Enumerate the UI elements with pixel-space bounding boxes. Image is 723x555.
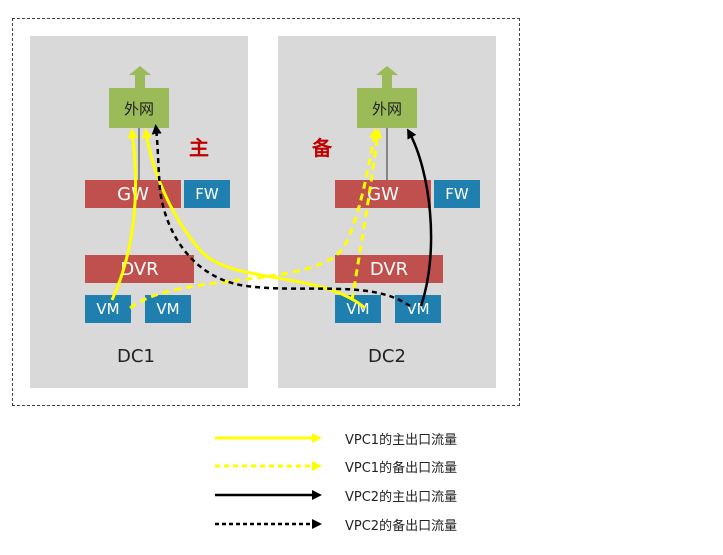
legend-label-vpc1-primary: VPC1的主出口流量 [345, 433, 458, 448]
legend-label-vpc2-backup: VPC2的备出口流量 [345, 519, 458, 534]
dc1-vm2: VM [145, 295, 191, 323]
dc2-internet-up-arrow [376, 66, 398, 88]
vpc1-backup-flow-dc2 [350, 128, 383, 301]
dc1-vm1: VM [85, 295, 131, 323]
dc2-label: DC2 [368, 346, 406, 367]
dc2-fw-label: FW [445, 185, 469, 203]
dc2-dvr: DVR [335, 255, 443, 283]
vpc1-primary-flow-dc1 [110, 128, 138, 301]
dc2-vm2-label: VM [406, 300, 430, 318]
dc1-role-primary: 主 [189, 136, 209, 160]
dc1-label: DC1 [117, 346, 155, 367]
dc1-internet-up-arrow [129, 66, 151, 88]
legend-label-vpc1-backup: VPC1的备出口流量 [345, 461, 458, 476]
dc2-gw-label: GW [367, 183, 399, 205]
legend-label-vpc2-primary: VPC2的主出口流量 [345, 490, 458, 505]
dc1-vm2-label: VM [156, 300, 180, 318]
dc2-role-backup: 备 [312, 136, 332, 160]
dc1-vm1-label: VM [96, 300, 120, 318]
dc2-internet-label: 外网 [371, 99, 402, 118]
dc2-dvr-label: DVR [369, 258, 409, 280]
dc2-vm1-label: VM [346, 300, 370, 318]
dc2-vm2: VM [395, 295, 441, 323]
vpc1-primary-flow-dc2 [141, 128, 366, 310]
vpc1-backup-flow-dc1 [129, 128, 379, 310]
dc1-internet-node: 外网 [109, 88, 169, 128]
dc2-gw: GW [335, 180, 431, 208]
vpc2-backup-flow [151, 124, 411, 308]
vpc2-primary-flow [407, 128, 433, 307]
dc1-internet-label: 外网 [123, 99, 154, 118]
dc1-gw-label: GW [117, 183, 149, 205]
dc1-dvr: DVR [85, 255, 194, 283]
dc2-fw: FW [434, 180, 480, 208]
region-boundary [12, 18, 520, 406]
dc1-fw-label: FW [195, 185, 219, 203]
dc1-dvr-label: DVR [120, 258, 159, 280]
dc2-internet-node: 外网 [357, 88, 417, 128]
dc2-vm1: VM [335, 295, 381, 323]
dc1-fw: FW [184, 180, 230, 208]
